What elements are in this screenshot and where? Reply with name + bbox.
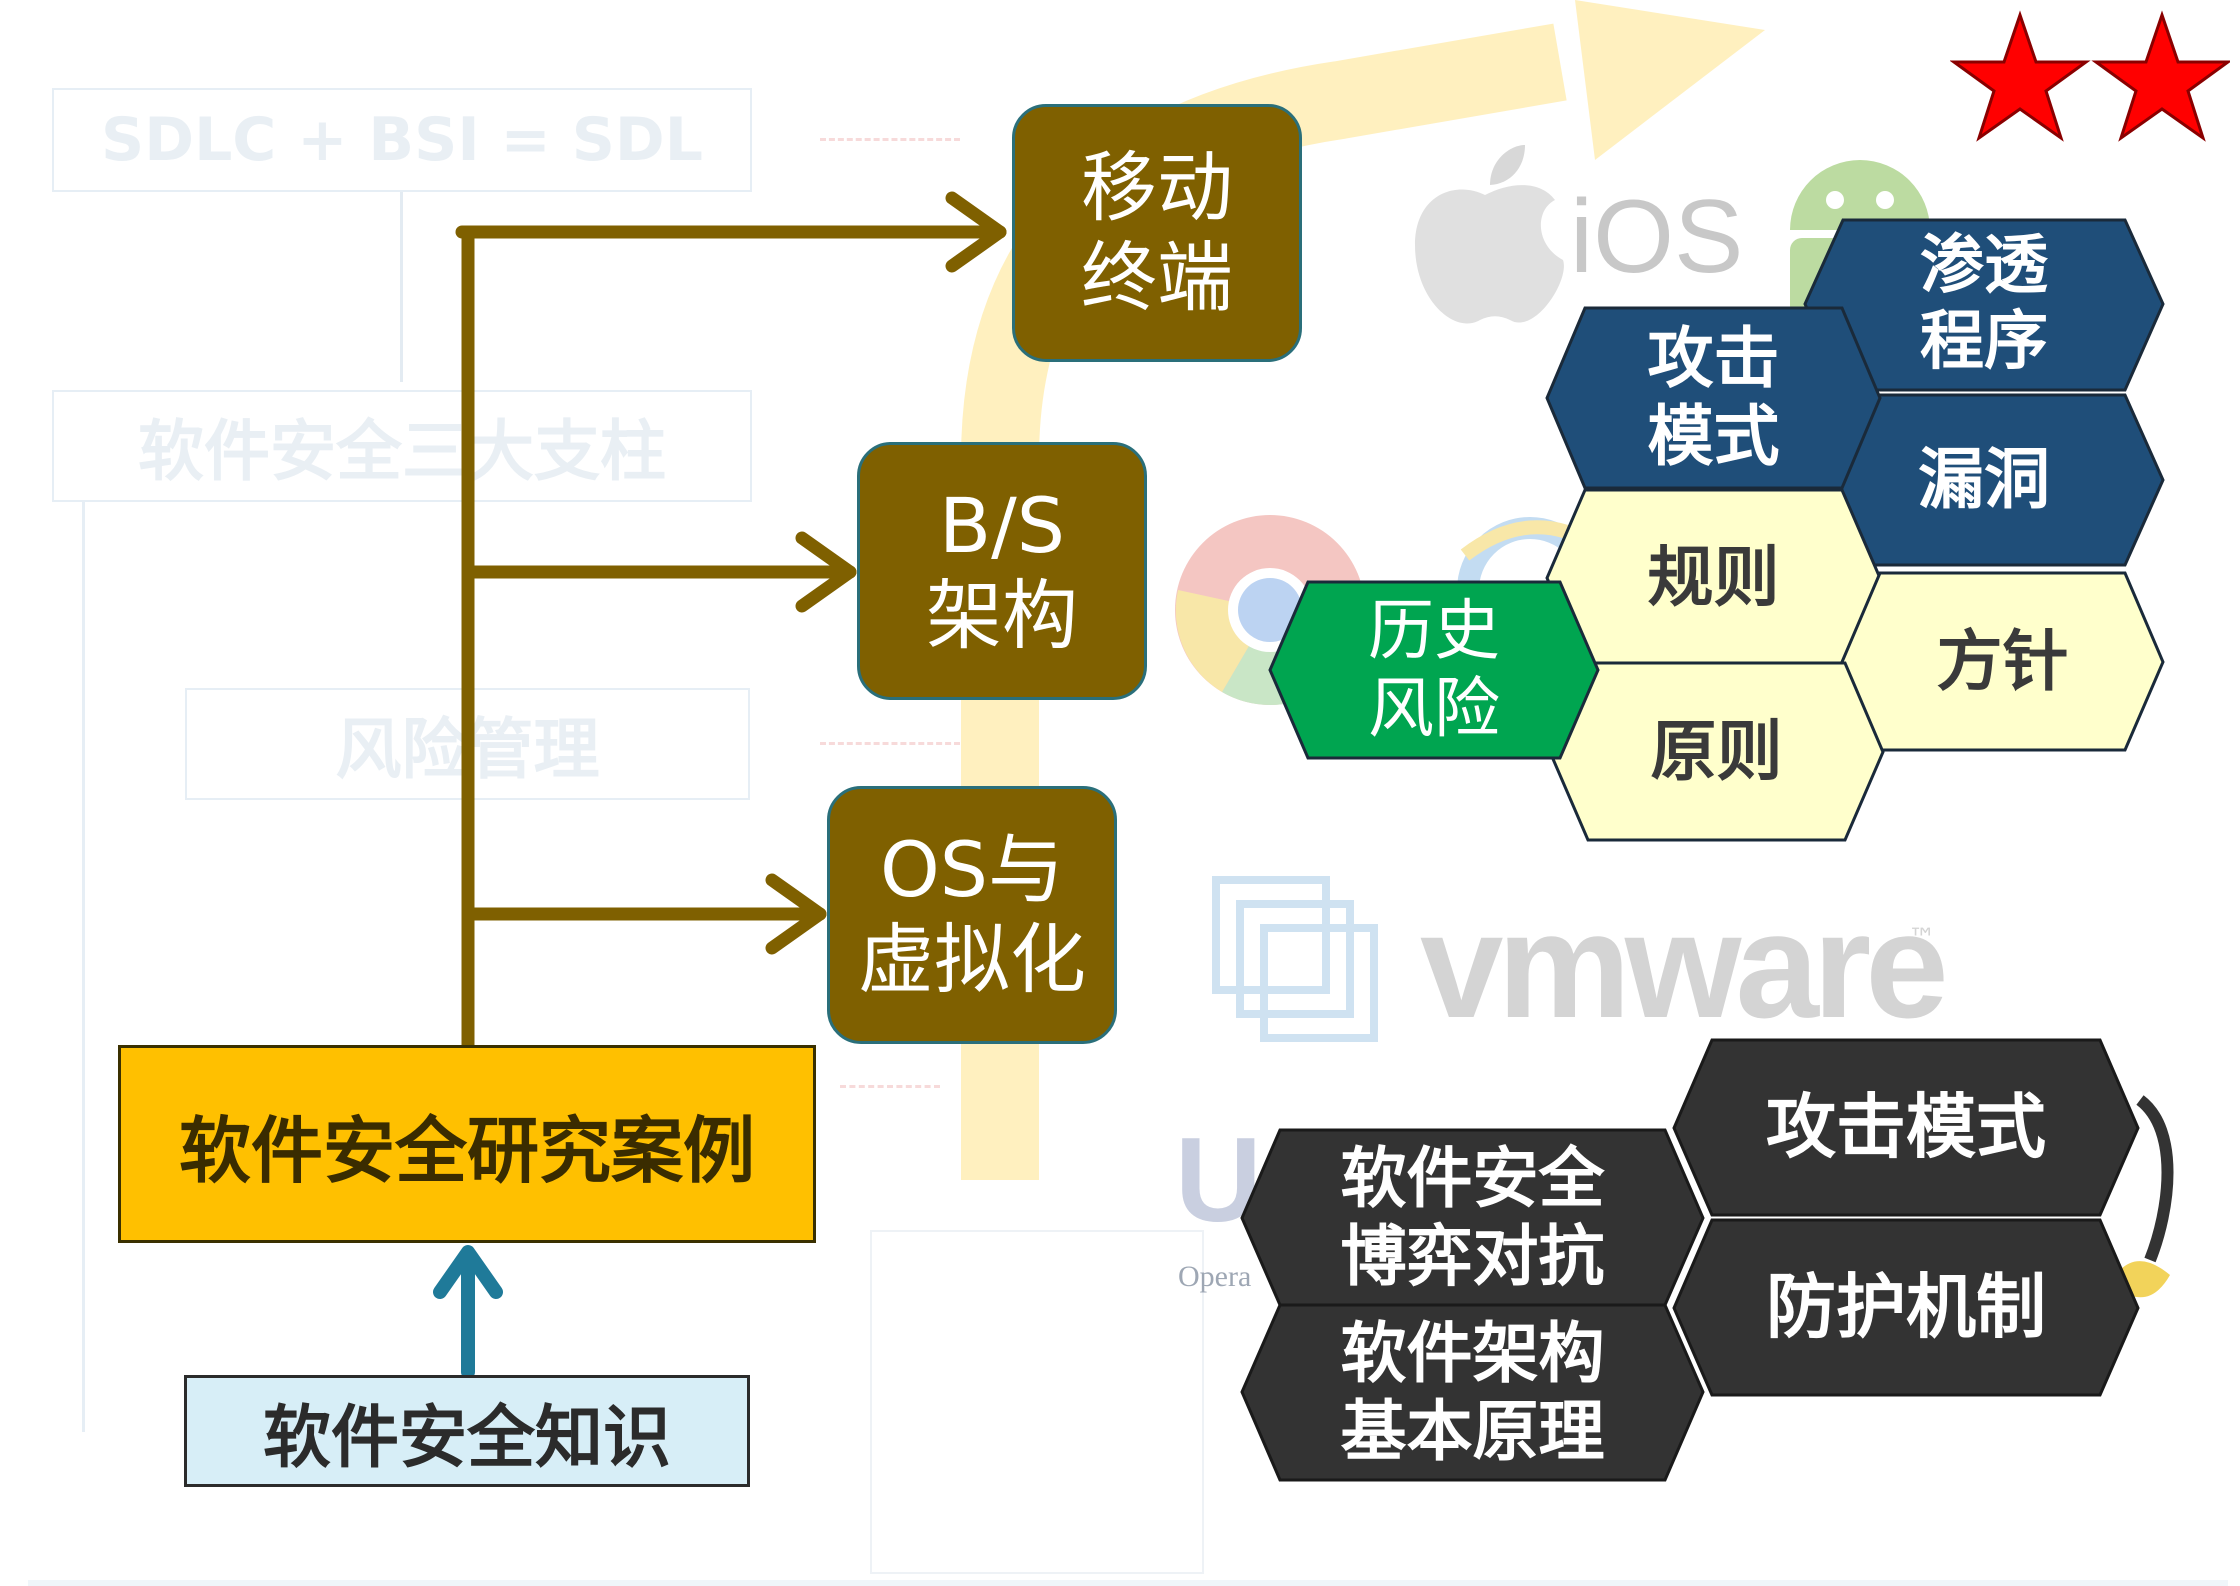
hex-arch (1240, 1303, 1705, 1482)
hex-rules-label: 规则 (1647, 538, 1780, 616)
attack-pattern-line2: 模式 (1647, 398, 1780, 475)
sdl-formula-box: SDLC + BSI = SDL (52, 88, 752, 192)
hex-attack-pattern-label: 攻击 模式 (1585, 308, 1842, 488)
vmware-tm: ™ (1908, 922, 1936, 955)
star-icon (1950, 10, 2091, 142)
game-line1: 软件安全 (1340, 1139, 1605, 1217)
hex-protection (1672, 1218, 2140, 1397)
hex-history-risk (1268, 580, 1600, 760)
hex-vulnerability-label: 漏洞 (1918, 441, 2050, 519)
case-study-box: 软件安全研究案例 (118, 1045, 816, 1243)
game-line2: 博弈对抗 (1340, 1217, 1605, 1295)
pillars-box: 软件安全三大支柱 (52, 390, 752, 502)
hex-history-risk-label: 历史 风险 (1308, 582, 1560, 758)
faint-connector-left (82, 502, 85, 1432)
pentest-line2: 程序 (1920, 305, 2048, 379)
faint-dashed-2 (820, 742, 960, 745)
case-study-label: 软件安全研究案例 (178, 1108, 755, 1193)
hex-game-label: 软件安全 博弈对抗 (1280, 1130, 1665, 1305)
apple-icon (1415, 145, 1564, 324)
platform-bs: B/S 架构 (857, 442, 1147, 700)
platform-mobile-line1: 移动 (1081, 143, 1233, 232)
knowledge-label: 软件安全知识 (262, 1398, 671, 1478)
knowledge-box: 软件安全知识 (184, 1375, 750, 1487)
star-rating (1950, 10, 2230, 142)
arch-line1: 软件架构 (1340, 1314, 1605, 1392)
platform-bs-line1: B/S (939, 481, 1065, 570)
ios-label: iOS (1570, 179, 1744, 295)
attack-pattern-line1: 攻击 (1647, 320, 1780, 398)
hex-pentest-label: 渗透 程序 (1843, 220, 2125, 390)
hex-attack-pattern (1545, 306, 1882, 490)
os-caption: Opera (1178, 1260, 1252, 1293)
faint-dashed-3 (840, 1085, 940, 1088)
hex-pentest (1803, 218, 2165, 392)
faint-dashed-1 (820, 138, 960, 141)
arch-line2: 基本原理 (1340, 1392, 1605, 1470)
pentest-line1: 渗透 (1920, 229, 2048, 304)
hex-protection-label: 防护机制 (1766, 1266, 2046, 1349)
sdl-formula-text: SDLC + BSI = SDL (101, 105, 703, 175)
platform-mobile-line2: 终端 (1081, 233, 1233, 322)
platform-os: OS与 虚拟化 (827, 786, 1117, 1044)
history-risk-line2: 风险 (1368, 670, 1500, 747)
history-risk-line1: 历史 (1368, 592, 1500, 670)
vmware-icon (1212, 876, 1378, 1042)
vmware-label: vmware (1420, 881, 1949, 1049)
penguin-icon (2120, 1095, 2174, 1298)
star-icon (2091, 10, 2230, 142)
platform-mobile: 移动 终端 (1012, 104, 1302, 362)
hex-attack-mode-label: 攻击模式 (1766, 1086, 2046, 1169)
pillars-text: 软件安全三大支柱 (138, 413, 666, 490)
hex-principles-label: 原则 (1650, 712, 1783, 790)
hex-arch-label: 软件架构 基本原理 (1280, 1305, 1665, 1480)
hex-attack-mode (1672, 1038, 2140, 1217)
faint-panel (870, 1230, 1204, 1574)
platform-os-line2: 虚拟化 (858, 915, 1086, 1004)
platform-bs-line2: 架构 (926, 571, 1078, 660)
faint-connector (400, 192, 403, 382)
hex-policy-label: 方针 (1936, 622, 2069, 700)
platform-os-line1: OS与 (879, 825, 1065, 914)
faint-bottom-bar (28, 1580, 2228, 1586)
